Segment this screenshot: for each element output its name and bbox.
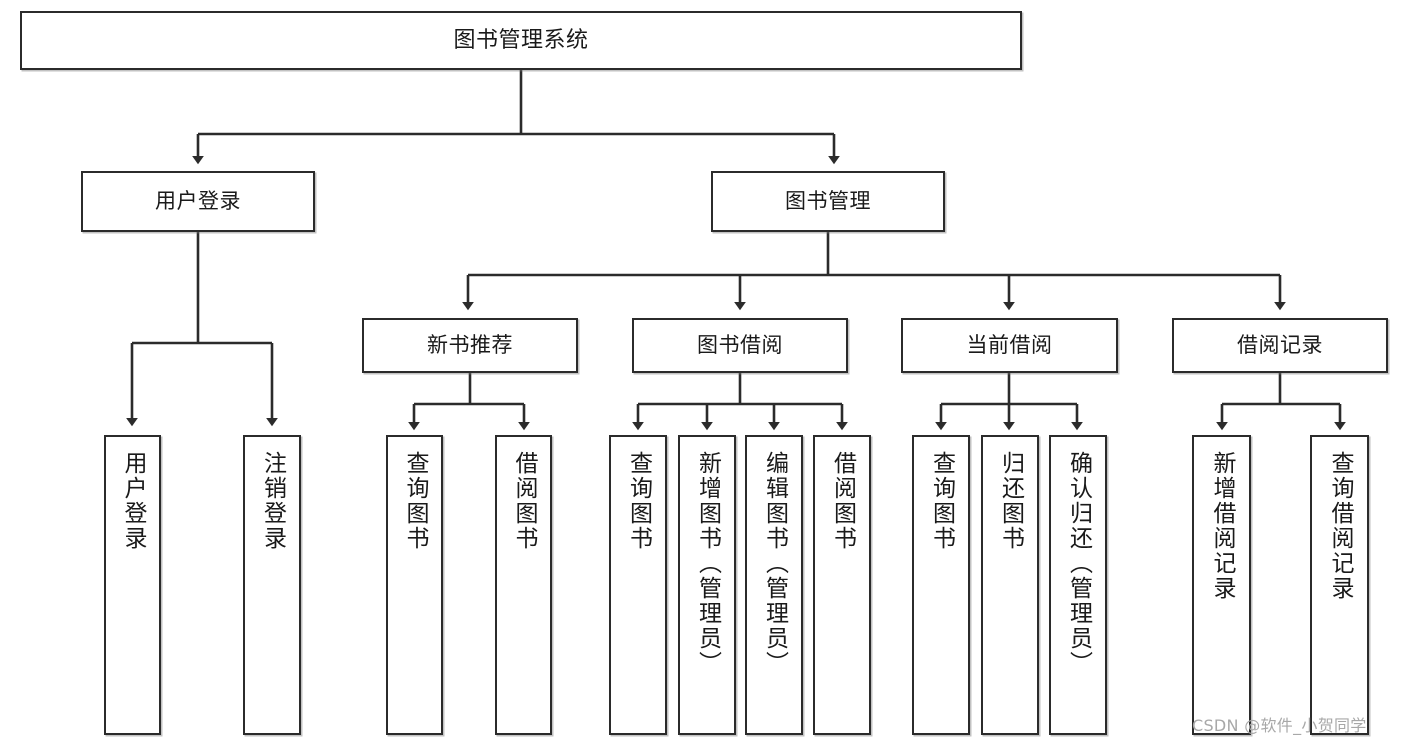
node-label: 借阅记录 <box>1237 333 1323 358</box>
node-label: 查询图书 <box>402 451 428 551</box>
leaf-current-borrow-return[interactable]: 归还图书 <box>981 435 1039 735</box>
leaf-borrow-record-query[interactable]: 查询借阅记录 <box>1310 435 1369 735</box>
node-label: 查询图书 <box>928 451 955 551</box>
leaf-book-borrow-add[interactable]: 新增图书（管理员） <box>678 435 736 735</box>
node-label: 借阅图书 <box>511 451 537 551</box>
node-label: 图书借阅 <box>697 333 783 358</box>
node-label: 用户登录 <box>155 189 241 214</box>
node-label: 新增图书（管理员） <box>694 451 721 676</box>
node-label: 图书管理 <box>785 189 871 214</box>
node-current-borrow[interactable]: 当前借阅 <box>901 318 1118 373</box>
node-new-book-recommend[interactable]: 新书推荐 <box>362 318 578 373</box>
leaf-current-borrow-query[interactable]: 查询图书 <box>912 435 970 735</box>
node-label: 新增借阅记录 <box>1209 451 1235 601</box>
node-book-management[interactable]: 图书管理 <box>711 171 945 232</box>
node-label: 查询图书 <box>625 451 652 551</box>
node-book-borrow[interactable]: 图书借阅 <box>632 318 848 373</box>
node-root-system[interactable]: 图书管理系统 <box>20 11 1022 70</box>
node-label: 用户登录 <box>120 451 146 551</box>
node-label: 新书推荐 <box>427 333 513 358</box>
leaf-new-book-query[interactable]: 查询图书 <box>386 435 443 735</box>
leaf-new-book-borrow[interactable]: 借阅图书 <box>495 435 552 735</box>
node-label: 注销登录 <box>259 451 286 551</box>
node-user-login[interactable]: 用户登录 <box>81 171 315 232</box>
leaf-book-borrow-lend[interactable]: 借阅图书 <box>813 435 871 735</box>
node-label: 归还图书 <box>997 451 1024 551</box>
leaf-book-borrow-edit[interactable]: 编辑图书（管理员） <box>745 435 803 735</box>
node-label: 图书管理系统 <box>453 27 589 53</box>
node-borrow-record[interactable]: 借阅记录 <box>1172 318 1388 373</box>
node-label: 编辑图书（管理员） <box>761 451 788 676</box>
node-label: 查询借阅记录 <box>1327 451 1353 601</box>
leaf-user-login-signout[interactable]: 注销登录 <box>243 435 301 735</box>
leaf-current-borrow-confirm-return[interactable]: 确认归还（管理员） <box>1049 435 1107 735</box>
node-label: 确认归还（管理员） <box>1065 451 1092 676</box>
node-label: 当前借阅 <box>966 333 1053 358</box>
leaf-user-login-signin[interactable]: 用户登录 <box>104 435 161 735</box>
leaf-borrow-record-add[interactable]: 新增借阅记录 <box>1192 435 1251 735</box>
leaf-book-borrow-query[interactable]: 查询图书 <box>609 435 667 735</box>
node-label: 借阅图书 <box>829 451 856 551</box>
